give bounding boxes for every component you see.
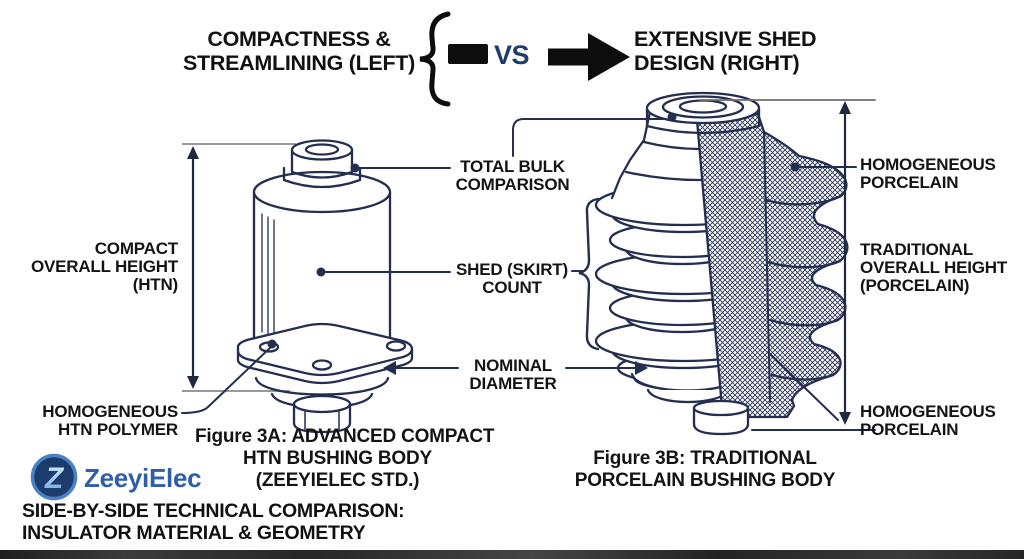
zeeyielec-logo-text: ZeeyiElec xyxy=(84,463,202,493)
header-left-line1: COMPACTNESS & xyxy=(207,27,391,51)
zeeyielec-logo-icon: Z xyxy=(30,453,78,501)
callout-traditional-overall-height: TRADITIONAL OVERALL HEIGHT (PORCELAIN) xyxy=(860,241,1007,295)
callout-leader-lines xyxy=(181,99,876,431)
callout-homogeneous-porcelain-bottom: HOMOGENEOUS PORCELAIN xyxy=(860,403,996,439)
right-height-measure-arrow xyxy=(839,101,851,425)
bottom-edge-strip xyxy=(0,550,1024,559)
fig3b-line2: PORCELAIN BUSHING BODY xyxy=(574,470,836,491)
porcelain-top-line2: PORCELAIN xyxy=(860,173,959,192)
fig3b-line1: Figure 3B: TRADITIONAL xyxy=(593,448,817,469)
vs-label: VS xyxy=(494,40,530,70)
callout-homogeneous-htn-polymer: HOMOGENEOUS HTN POLYMER xyxy=(20,403,178,439)
shed-brace-icon xyxy=(578,197,600,351)
compact-height-line3: (HTN) xyxy=(132,275,178,294)
footer-line2: INSULATOR MATERIAL & GEOMETRY xyxy=(22,521,366,544)
figure-3a-caption: Figure 3A: ADVANCED COMPACT HTN BUSHING … xyxy=(195,426,495,492)
callout-dots xyxy=(267,112,800,349)
callout-total-bulk-comparison: TOTAL BULK COMPARISON xyxy=(450,158,575,194)
header-brace-icon xyxy=(419,11,451,107)
total-bulk-line1: TOTAL BULK xyxy=(460,157,565,176)
vs-divider-bar xyxy=(448,44,488,64)
traditional-height-line3: (PORCELAIN) xyxy=(860,276,970,295)
header-left-line2: STREAMLINING (LEFT) xyxy=(183,51,415,75)
nominal-diameter-line1: NOMINAL xyxy=(474,356,552,375)
nominal-diameter-line2: DIAMETER xyxy=(469,374,557,393)
callout-homogeneous-porcelain-top: HOMOGENEOUS PORCELAIN xyxy=(860,156,996,192)
shed-count-line1: SHED (SKIRT) xyxy=(456,260,568,279)
shed-count-line2: COUNT xyxy=(482,278,542,297)
porcelain-bottom-line2: PORCELAIN xyxy=(860,420,959,439)
total-bulk-line2: COMPARISON xyxy=(455,175,570,194)
porcelain-bushing-drawing xyxy=(594,91,849,436)
htn-polymer-line1: HOMOGENEOUS xyxy=(42,402,178,421)
header-right-title: EXTENSIVE SHED DESIGN (RIGHT) xyxy=(634,27,816,75)
compact-height-line2: OVERALL HEIGHT xyxy=(30,257,178,276)
callout-compact-overall-height: COMPACT OVERALL HEIGHT (HTN) xyxy=(20,240,178,294)
compact-height-line1: COMPACT xyxy=(94,239,178,258)
footer-line1: SIDE-BY-SIDE TECHNICAL COMPARISON: xyxy=(22,500,405,522)
header-left-title: COMPACTNESS & STREAMLINING (LEFT) xyxy=(178,27,420,75)
traditional-height-line1: TRADITIONAL xyxy=(860,240,974,259)
fig3a-line2: HTN BUSHING BODY xyxy=(243,448,432,469)
porcelain-bottom-line1: HOMOGENEOUS xyxy=(860,402,996,421)
traditional-height-line2: OVERALL HEIGHT xyxy=(860,258,1008,277)
porcelain-top-line1: HOMOGENEOUS xyxy=(860,155,996,174)
header-right-line2: DESIGN (RIGHT) xyxy=(634,51,800,75)
figure-3b-caption: Figure 3B: TRADITIONAL PORCELAIN BUSHING… xyxy=(560,448,850,492)
htn-bushing-drawing xyxy=(236,139,414,434)
fig3a-line1: Figure 3A: ADVANCED COMPACT xyxy=(195,426,495,447)
footer-comparison-title: SIDE-BY-SIDE TECHNICAL COMPARISON: INSUL… xyxy=(22,500,405,544)
callout-shed-skirt-count: SHED (SKIRT) COUNT xyxy=(452,261,572,297)
logo-z-letter: Z xyxy=(44,462,65,495)
left-height-measure-arrow xyxy=(182,143,296,392)
fig3a-line3: (ZEEYIELEC STD.) xyxy=(255,470,420,491)
callout-nominal-diameter: NOMINAL DIAMETER xyxy=(458,357,568,393)
header-right-line1: EXTENSIVE SHED xyxy=(634,27,817,51)
htn-polymer-line2: HTN POLYMER xyxy=(58,420,178,439)
vs-arrow-right-icon xyxy=(548,33,630,81)
